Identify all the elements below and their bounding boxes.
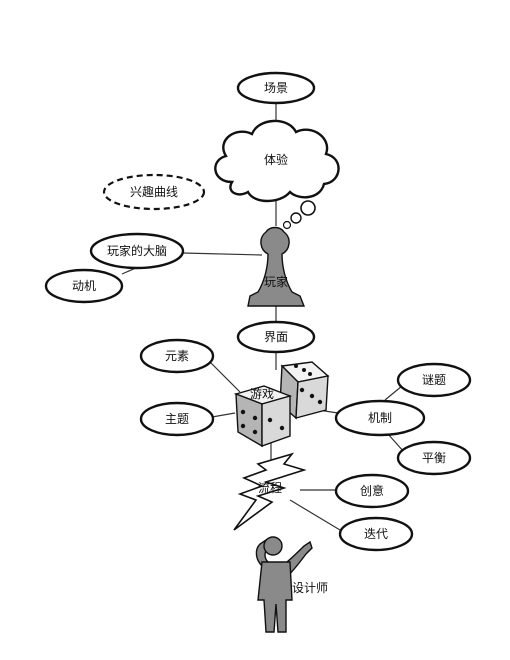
- node-experience-label: 体验: [264, 152, 288, 167]
- node-interface: 界面: [236, 320, 316, 354]
- node-puzzle: 谜题: [396, 362, 472, 398]
- node-iteration-label: 迭代: [364, 527, 388, 541]
- node-interest-curve-label: 兴趣曲线: [130, 184, 178, 199]
- node-balance-label: 平衡: [422, 451, 446, 465]
- node-interest-curve: 兴趣曲线: [102, 173, 206, 211]
- thought-bubble-large: [300, 200, 316, 216]
- node-flow: 流程: [233, 452, 307, 531]
- node-experience: 体验: [214, 119, 340, 203]
- cloud-shape: [214, 119, 340, 203]
- node-creativity-label: 创意: [360, 483, 384, 498]
- edge-mechanics-balance: [387, 433, 405, 453]
- node-motivation-label: 动机: [72, 279, 96, 293]
- node-puzzle-label: 谜题: [422, 373, 446, 387]
- node-designer-label: 设计师: [292, 581, 328, 595]
- node-player-label: 玩家: [264, 274, 288, 289]
- node-scene: 场景: [236, 71, 316, 105]
- node-creativity: 创意: [334, 473, 410, 509]
- node-player-brain-label: 玩家的大脑: [107, 243, 167, 258]
- die-front-icon: [233, 385, 293, 448]
- node-game-label: 游戏: [250, 387, 274, 401]
- node-iteration: 迭代: [338, 516, 414, 552]
- thought-bubbles: [282, 200, 316, 230]
- node-motivation: 动机: [44, 268, 124, 304]
- node-mechanics-label: 机制: [368, 411, 392, 425]
- edge-elements-game: [209, 361, 241, 393]
- node-flow-label: 流程: [258, 480, 282, 495]
- pawn-icon: [247, 226, 306, 307]
- node-theme-label: 主题: [165, 412, 189, 426]
- edge-theme-game: [211, 412, 236, 418]
- lightning-bolt-icon: [233, 452, 307, 531]
- node-elements: 元素: [139, 338, 215, 374]
- thought-bubble-small: [282, 220, 292, 230]
- edge-mechanics-puzzle: [384, 385, 403, 401]
- node-scene-label: 场景: [264, 81, 288, 95]
- node-player: 玩家: [247, 226, 306, 307]
- node-game: 游戏: [233, 361, 330, 448]
- designer-figure-icon: [255, 536, 313, 633]
- node-interface-label: 界面: [264, 330, 288, 344]
- node-mechanics: 机制: [334, 399, 426, 437]
- node-designer: 设计师: [255, 536, 328, 633]
- edge-brain-player: [182, 252, 263, 256]
- thought-bubble-medium: [290, 212, 302, 224]
- node-balance: 平衡: [396, 440, 472, 476]
- node-elements-label: 元素: [165, 349, 189, 363]
- node-theme: 主题: [139, 401, 215, 437]
- node-player-brain: 玩家的大脑: [89, 232, 185, 270]
- edge-flow-iteration: [289, 499, 341, 531]
